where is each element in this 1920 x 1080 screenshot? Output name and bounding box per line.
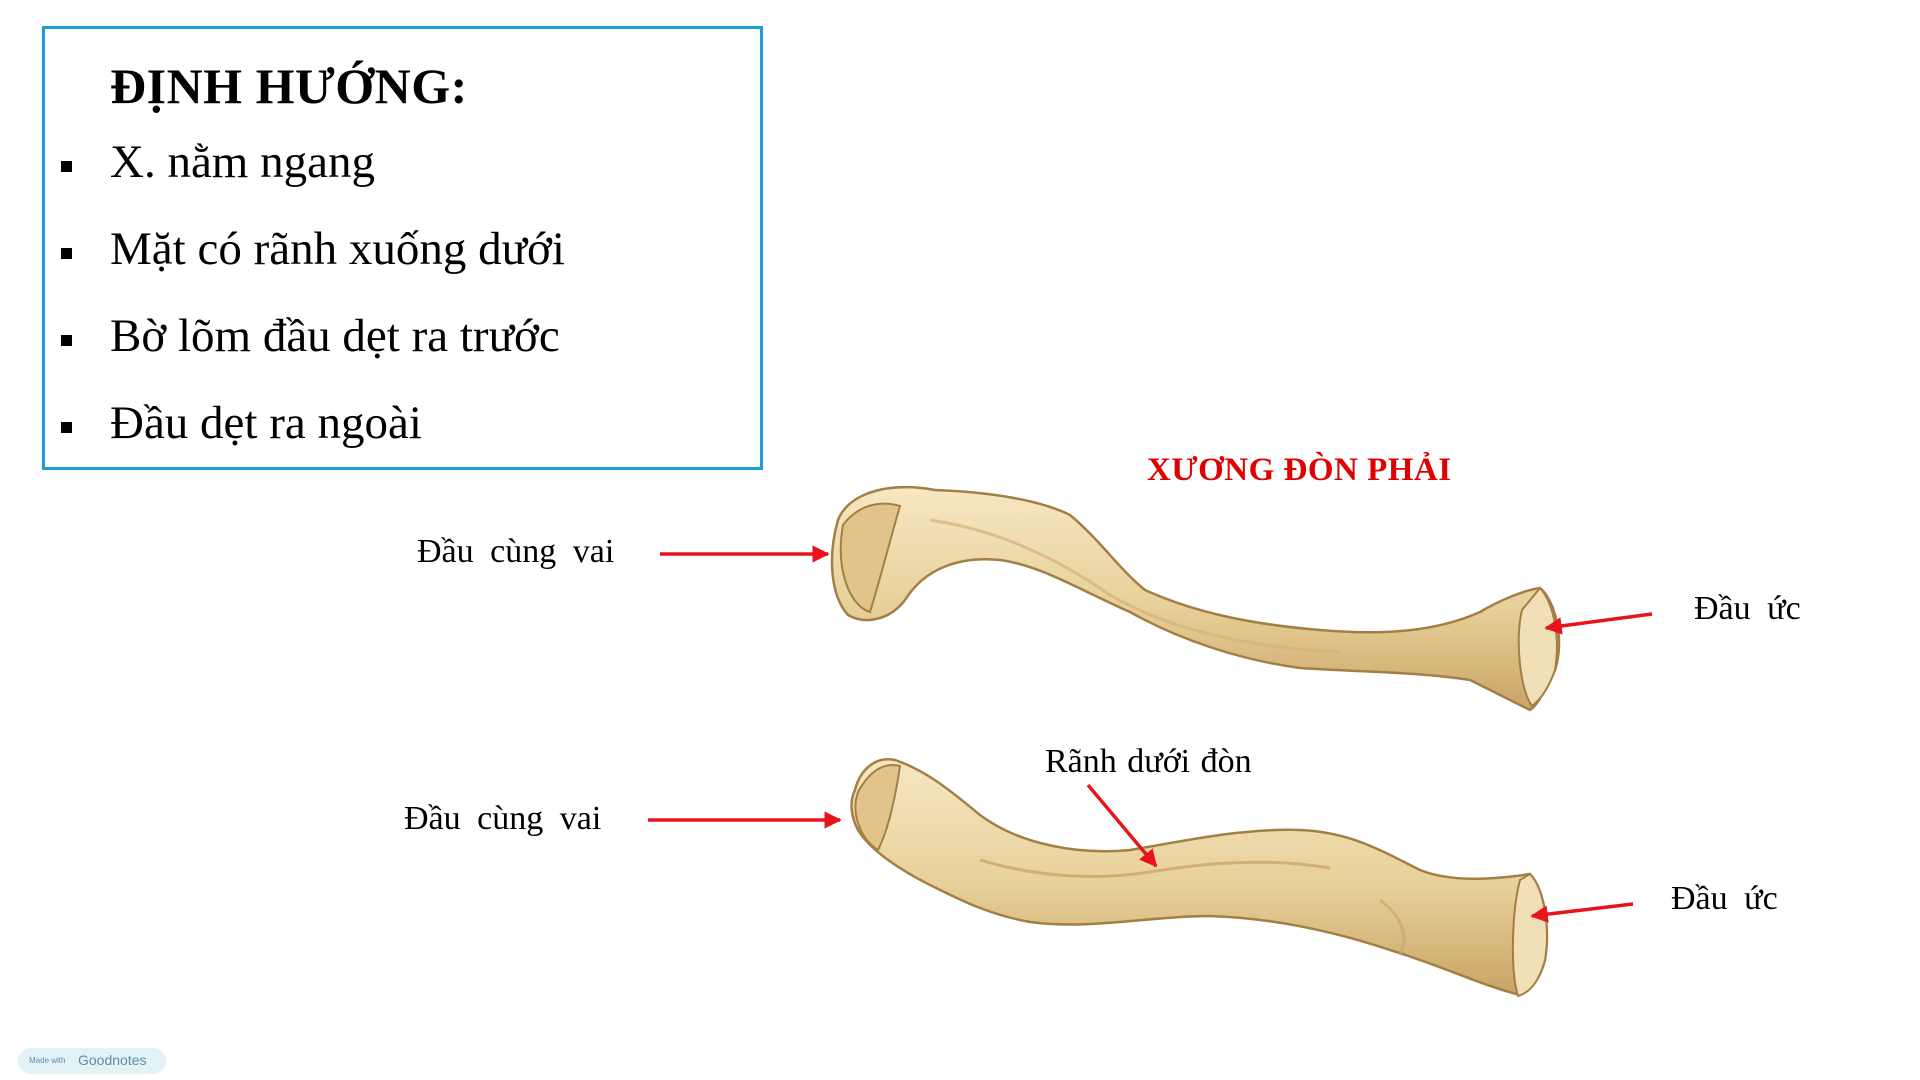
orientation-box: ĐỊNH HƯỚNG: X. nằm ngang Mặt có rãnh xuố… — [42, 26, 763, 470]
orientation-item-text: Mặt có rãnh xuống dưới — [110, 223, 565, 275]
label-acromial-end-top: Đầu cùng vai — [417, 533, 615, 570]
orientation-item-text: X. nằm ngang — [110, 136, 375, 188]
clavicle-top-view — [830, 485, 1561, 712]
arrow-sternal-top — [1544, 612, 1653, 635]
arrow-sternal-bottom — [1530, 902, 1634, 923]
orientation-item-text: Đầu dẹt ra ngoài — [110, 397, 422, 449]
orientation-title: ĐỊNH HƯỚNG: — [110, 58, 468, 114]
badge-brand: Goodnotes — [78, 1052, 147, 1068]
goodnotes-badge: Made with Goodnotes — [18, 1048, 166, 1074]
bullet-icon — [61, 422, 72, 433]
figure-title: XƯƠNG ĐÒN PHẢI — [1147, 452, 1452, 488]
label-sternal-end-bottom: Đầu ức — [1671, 880, 1778, 917]
sternal-facet-bottom — [1511, 872, 1548, 998]
badge-made-with: Made with — [29, 1056, 66, 1065]
clavicle-bottom-view — [850, 758, 1549, 998]
label-sternal-end-top: Đầu ức — [1694, 590, 1801, 627]
bullet-icon — [61, 335, 72, 346]
sternal-facet-top — [1517, 586, 1558, 708]
bone-shading-top — [929, 518, 1341, 654]
clavicle-bottom-shape — [850, 758, 1549, 997]
bullet-icon — [61, 248, 72, 259]
bone-shading-bottom — [1379, 898, 1406, 956]
subclavian-groove-line — [979, 858, 1331, 878]
bullet-icon — [61, 161, 72, 172]
orientation-item-text: Bờ lõm đầu dẹt ra trước — [110, 310, 560, 362]
label-subclavian-groove: Rãnh dưới đòn — [1045, 743, 1252, 780]
arrow-groove — [1086, 783, 1158, 868]
label-acromial-end-bottom: Đầu cùng vai — [404, 800, 602, 837]
acromial-facet-bottom — [854, 764, 902, 852]
acromial-facet-top — [839, 502, 902, 614]
